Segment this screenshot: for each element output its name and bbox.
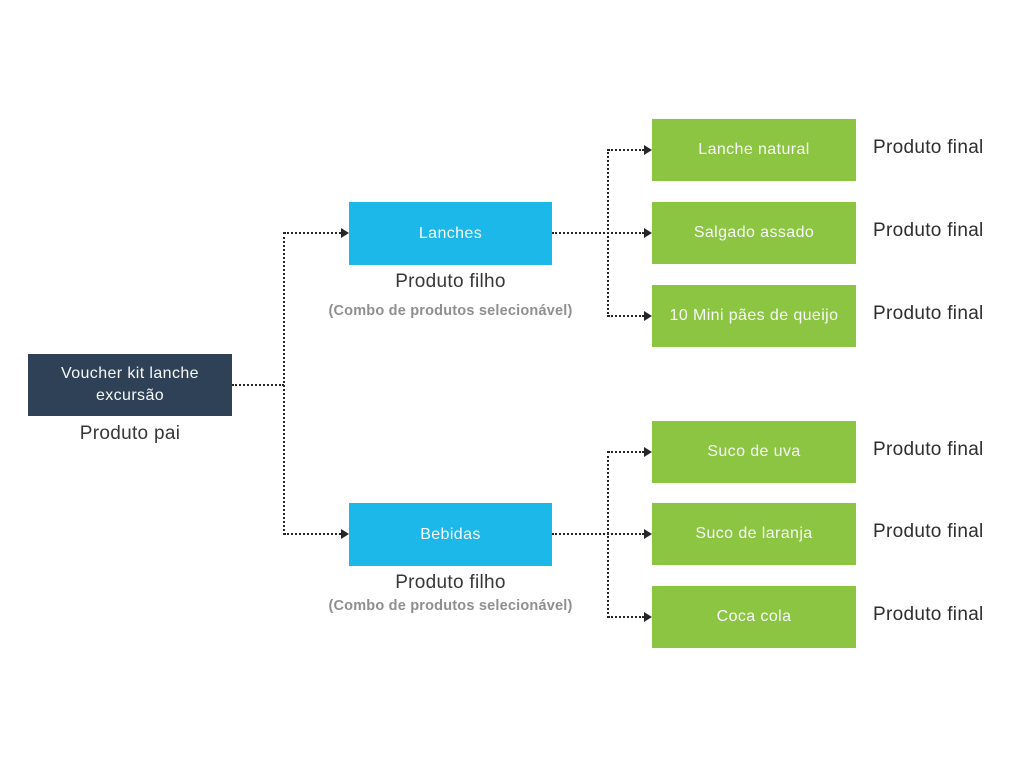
connector-root-to-lanches xyxy=(284,232,341,234)
connector-bebidas-vertical xyxy=(607,451,609,618)
arrow-right-icon xyxy=(644,612,652,622)
connector-bebidas-to-laranja xyxy=(552,533,644,535)
final-caption: Produto final xyxy=(873,439,984,460)
connector-lanches-to-salgado xyxy=(552,232,644,234)
connector-bebidas-to-coca xyxy=(608,616,644,618)
child-subcaption-lanches: (Combo de produtos selecionável) xyxy=(328,303,573,319)
node-child-bebidas: Bebidas xyxy=(349,503,552,566)
arrow-right-icon xyxy=(644,145,652,155)
node-final-salgado-assado: Salgado assado xyxy=(652,202,856,264)
node-final-coca-cola: Coca cola xyxy=(652,586,856,648)
arrow-right-icon xyxy=(644,529,652,539)
arrow-right-icon xyxy=(644,311,652,321)
arrow-right-icon xyxy=(644,447,652,457)
connector-root-vertical xyxy=(283,232,285,535)
connector-root-to-bebidas xyxy=(284,533,341,535)
node-final-suco-uva: Suco de uva xyxy=(652,421,856,483)
node-final-mini-paes: 10 Mini pães de queijo xyxy=(652,285,856,347)
final-caption: Produto final xyxy=(873,220,984,241)
final-caption: Produto final xyxy=(873,604,984,625)
connector-lanches-vertical xyxy=(607,149,609,317)
node-final-suco-laranja: Suco de laranja xyxy=(652,503,856,565)
parent-caption: Produto pai xyxy=(79,423,181,444)
final-caption: Produto final xyxy=(873,137,984,158)
arrow-right-icon xyxy=(341,529,349,539)
child-subcaption-bebidas: (Combo de produtos selecionável) xyxy=(328,598,573,614)
final-caption: Produto final xyxy=(873,303,984,324)
connector-bebidas-to-uva xyxy=(608,451,644,453)
node-final-lanche-natural: Lanche natural xyxy=(652,119,856,181)
child-caption-bebidas: Produto filho xyxy=(395,572,506,593)
child-caption-lanches: Produto filho xyxy=(395,271,506,292)
final-caption: Produto final xyxy=(873,521,984,542)
arrow-right-icon xyxy=(644,228,652,238)
connector-root-stub xyxy=(232,384,284,386)
arrow-right-icon xyxy=(341,228,349,238)
connector-lanches-to-natural xyxy=(608,149,644,151)
connector-lanches-to-minipaes xyxy=(608,315,644,317)
node-parent-product: Voucher kit lanche excursão xyxy=(28,354,232,416)
node-child-lanches: Lanches xyxy=(349,202,552,265)
